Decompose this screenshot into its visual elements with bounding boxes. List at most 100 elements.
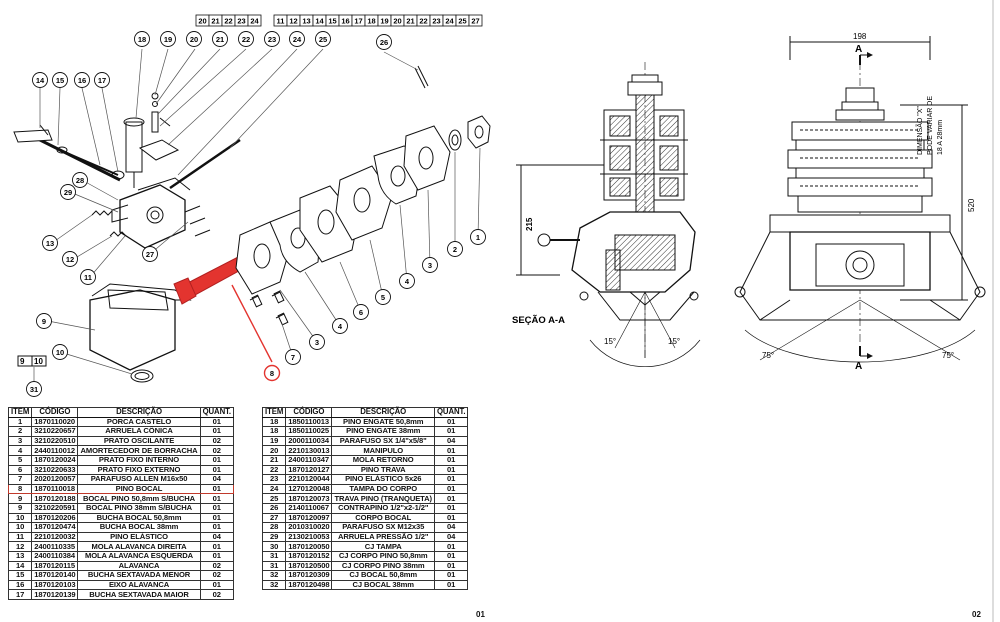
cell-qty: 01 bbox=[433, 426, 469, 437]
cell-qty: 02 bbox=[199, 570, 234, 581]
cell-item: 26 bbox=[261, 502, 287, 514]
col-qty: QUANT. bbox=[433, 407, 469, 418]
cell-code: 2140110067 bbox=[285, 502, 333, 514]
cell-code: 1870120309 bbox=[285, 570, 333, 581]
callout-number-1: 1 bbox=[476, 233, 480, 242]
cell-qty: 01 bbox=[199, 512, 234, 524]
assembly-box-9: 9 bbox=[20, 357, 25, 366]
cell-item: 25 bbox=[261, 493, 287, 504]
cell-code: 2400110384 bbox=[31, 550, 79, 562]
cell-qty: 01 bbox=[199, 541, 234, 552]
cell-desc: MANIPULO bbox=[331, 445, 435, 456]
cell-desc: CJ TAMPA bbox=[331, 541, 435, 552]
cell-desc: TAMPA DO CORPO bbox=[331, 483, 435, 495]
cell-qty: 01 bbox=[433, 445, 469, 456]
cell-item: 16 bbox=[7, 579, 33, 591]
callout-number-29: 29 bbox=[64, 188, 72, 197]
callout-circle-2 bbox=[447, 241, 463, 257]
callout-circle-16 bbox=[74, 72, 90, 88]
cell-code: 1870120073 bbox=[285, 493, 333, 504]
cell-item: 28 bbox=[261, 522, 287, 533]
header-strip-cell bbox=[247, 14, 262, 27]
cell-qty: 02 bbox=[199, 445, 234, 456]
cell-qty: 01 bbox=[433, 579, 469, 591]
cell-desc: CJ BOCAL 38mm bbox=[331, 579, 435, 591]
callout-circle-17 bbox=[94, 72, 110, 88]
cell-item: 32 bbox=[261, 579, 287, 591]
callout-number-4: 4 bbox=[338, 322, 343, 331]
cell-code: 1870120115 bbox=[31, 560, 79, 572]
section-view-a-a bbox=[516, 62, 701, 367]
callout-number-2: 2 bbox=[453, 245, 457, 254]
callout-circle-6 bbox=[353, 304, 369, 320]
header-strip-number: 18 bbox=[367, 17, 375, 26]
callout-circle-26 bbox=[376, 34, 392, 50]
cell-item: 21 bbox=[261, 454, 287, 466]
header-strip-number: 22 bbox=[224, 17, 232, 26]
header-strip-number: 23 bbox=[237, 17, 245, 26]
header-strip-cell bbox=[468, 14, 483, 27]
cell-desc: CORPO BOCAL bbox=[331, 512, 435, 524]
cell-code: 2210120044 bbox=[285, 474, 333, 485]
cell-item: 31 bbox=[261, 550, 287, 562]
cell-item: 12 bbox=[7, 541, 33, 552]
page-number-right: 02 bbox=[972, 610, 981, 619]
cell-desc: PORCA CASTELO bbox=[77, 416, 201, 428]
cell-item: 9 bbox=[7, 502, 33, 514]
cell-desc: BOCAL PINO 50,8mm S/BUCHA bbox=[77, 493, 201, 504]
callout-number-3: 3 bbox=[315, 338, 319, 347]
cell-desc: PRATO FIXO EXTERNO bbox=[77, 464, 201, 476]
callout-number-21: 21 bbox=[216, 35, 224, 44]
callout-circle-4 bbox=[399, 273, 415, 289]
cell-desc: CONTRAPINO 1/2"x2-1/2" bbox=[331, 502, 435, 514]
cell-item: 24 bbox=[261, 483, 287, 495]
cell-item: 18 bbox=[261, 416, 287, 428]
cell-qty: 01 bbox=[433, 512, 469, 524]
cut-mark-top: A bbox=[855, 44, 862, 55]
callout-number-9: 9 bbox=[42, 317, 46, 326]
cell-item: 23 bbox=[261, 474, 287, 485]
cell-item: 1 bbox=[7, 416, 33, 428]
cell-desc: MOLA ALAVANCA DIREITA bbox=[77, 541, 201, 552]
callout-circle-3 bbox=[309, 334, 325, 350]
cell-desc: EIXO ALAVANCA bbox=[77, 579, 201, 591]
callout-circle-23 bbox=[264, 31, 280, 47]
cell-desc: BUCHA SEXTAVADA MENOR bbox=[77, 570, 201, 581]
header-strip-number: 12 bbox=[289, 17, 297, 26]
cell-item: 8 bbox=[7, 483, 33, 495]
cell-item: 3 bbox=[7, 435, 33, 447]
col-code: CÓDIGO bbox=[285, 407, 333, 418]
cell-desc: TRAVA PINO (TRANQUETA) bbox=[331, 493, 435, 504]
cell-qty: 01 bbox=[433, 502, 469, 514]
callout-circle-31 bbox=[26, 381, 42, 397]
callout-number-5: 5 bbox=[381, 293, 385, 302]
callout-circle-25 bbox=[315, 31, 331, 47]
section-dim-215: 215 bbox=[525, 217, 534, 231]
cell-item: 5 bbox=[7, 454, 33, 466]
callout-circle-7 bbox=[285, 349, 301, 365]
cell-item: 29 bbox=[261, 531, 287, 543]
cell-item: 4 bbox=[7, 445, 33, 456]
cell-desc: PARAFUSO SX 1/4"x5/8" bbox=[331, 435, 435, 447]
callout-number-3: 3 bbox=[428, 261, 432, 270]
callout-number-11: 11 bbox=[84, 273, 92, 282]
callout-number-22: 22 bbox=[242, 35, 250, 44]
cell-item: 30 bbox=[261, 541, 287, 552]
callout-number-20: 20 bbox=[190, 35, 198, 44]
cell-item: 19 bbox=[261, 435, 287, 447]
cell-qty: 04 bbox=[199, 531, 234, 543]
cell-item: 10 bbox=[7, 522, 33, 533]
cell-qty: 01 bbox=[199, 464, 234, 476]
